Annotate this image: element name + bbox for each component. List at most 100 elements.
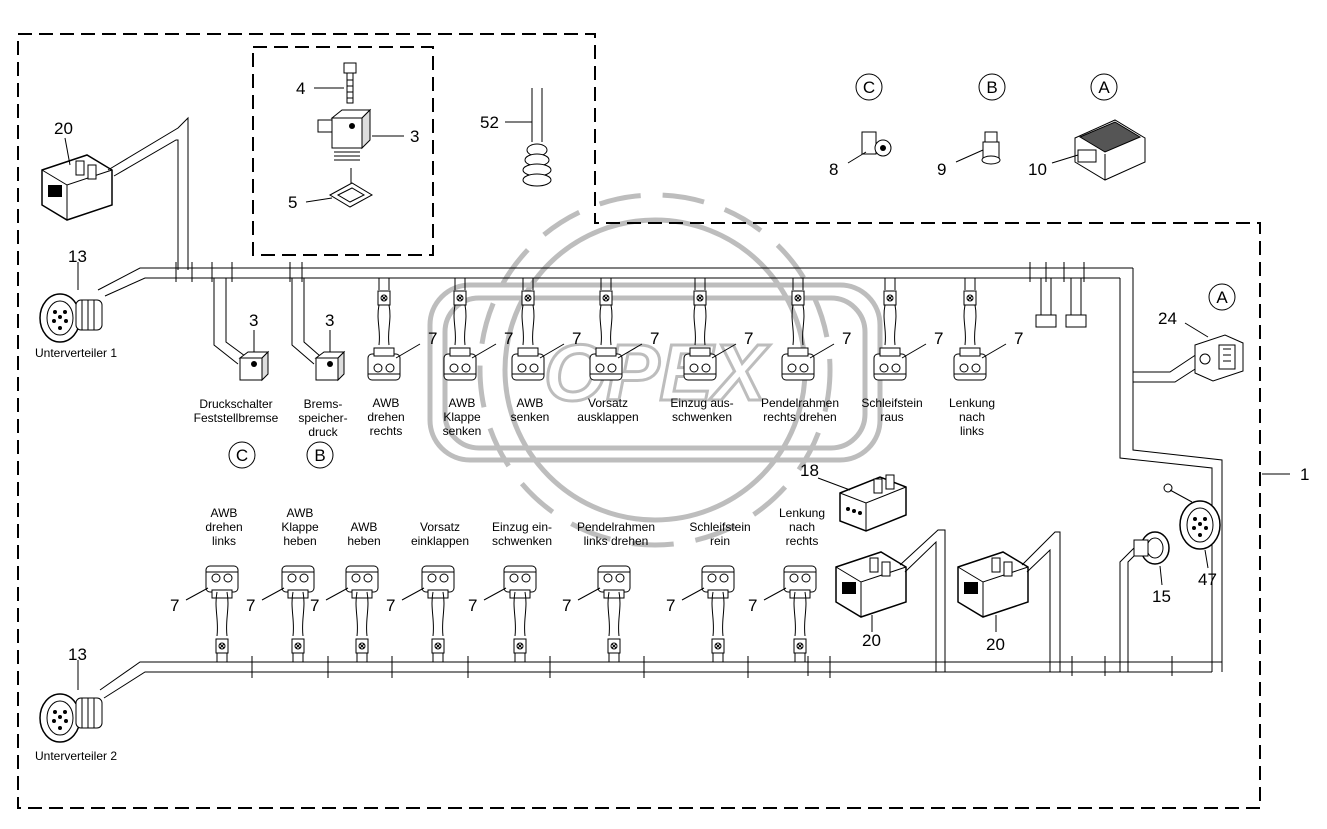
bottom-valve-label-0-0: AWB	[211, 506, 238, 520]
round-plug-13-bottom	[39, 693, 103, 743]
callout-number-20-bottom-left: 20	[862, 631, 881, 650]
callout-number-13-bottom: 13	[68, 645, 87, 664]
callout-number-7-bottom-1: 7	[246, 596, 255, 615]
top-valve-label-0-1: drehen	[367, 410, 404, 424]
label-unterverteiler-2: Unterverteiler 2	[35, 749, 117, 763]
top-valve-label-5-1: rechts drehen	[763, 410, 836, 424]
callout-number-9: 9	[937, 160, 946, 179]
top-valve-label-2-1: senken	[511, 410, 550, 424]
top-valve-label-2-0: AWB	[517, 396, 544, 410]
bottom-valve-label-1-0: AWB	[287, 506, 314, 520]
callout-number-7-top-0: 7	[428, 329, 437, 348]
bottom-valve-label-3-0: Vorsatz	[420, 520, 460, 534]
control-module-a	[1074, 119, 1146, 181]
bottom-valve-label-7-1: nach	[789, 520, 815, 534]
bottom-valve-label-0-1: drehen	[205, 520, 242, 534]
connector-20-bottom-right	[957, 551, 1029, 618]
pressure-switch-b	[981, 131, 1001, 165]
callout-number-7-top-6: 7	[934, 329, 943, 348]
top-valve-label-3-1: ausklappen	[577, 410, 638, 424]
bottom-valve-label-3-1: einklappen	[411, 534, 469, 548]
bottom-valve-label-7-0: Lenkung	[779, 506, 825, 520]
bottom-valve-label-2-1: heben	[347, 534, 380, 548]
top-valve-label-3-0: Vorsatz	[588, 396, 628, 410]
top-valve-label-7-2: links	[960, 424, 984, 438]
callout-number-7-top-1: 7	[504, 329, 513, 348]
screw-part	[343, 62, 357, 104]
callout-letter-a-top: A	[1098, 78, 1110, 97]
connector-18	[839, 474, 907, 532]
bottom-valve-label-1-2: heben	[283, 534, 316, 548]
round-plug-13-top	[39, 293, 103, 343]
callout-number-7-bottom-3: 7	[386, 596, 395, 615]
bottom-valve-label-2-0: AWB	[351, 520, 378, 534]
bottom-valve-row: AWBdrehenlinks7AWBKlappeheben7AWBheben7V…	[170, 506, 831, 678]
watermark-text: OPEX	[544, 328, 771, 417]
callout-number-52: 52	[480, 113, 499, 132]
callout-number-7-top-4: 7	[744, 329, 753, 348]
top-valve-label-7-0: Lenkung	[949, 396, 995, 410]
top-valve-label-4-0: Einzug aus-	[670, 396, 733, 410]
top-valve-label-1-2: senken	[443, 424, 482, 438]
seal-part	[328, 168, 374, 208]
top-valve-label-1-0: AWB	[449, 396, 476, 410]
callout-number-8: 8	[829, 160, 838, 179]
callout-number-20-top: 20	[54, 119, 73, 138]
label-bremsdruck-2: druck	[308, 425, 338, 439]
cable-grommet	[522, 88, 552, 187]
right-terminal-stubs	[1035, 278, 1087, 328]
label-bremsdruck-1: speicher-	[298, 411, 347, 425]
bottom-valve-label-6-1: rein	[710, 534, 730, 548]
callout-number-7-bottom-0: 7	[170, 596, 179, 615]
bottom-valve-label-7-2: rechts	[786, 534, 819, 548]
callout-number-3: 3	[410, 127, 419, 146]
callout-letter-c: C	[236, 446, 248, 465]
label-druckschalter-1: Feststellbremse	[194, 411, 279, 425]
callout-number-7-top-5: 7	[842, 329, 851, 348]
top-valve-label-1-1: Klappe	[443, 410, 481, 424]
callout-number-4: 4	[296, 79, 305, 98]
top-valve-label-5-0: Pendelrahmen	[761, 396, 839, 410]
bottom-valve-label-4-1: schwenken	[492, 534, 552, 548]
plug-3-druckschalter	[238, 350, 270, 382]
plug-3-bremsdruck	[314, 350, 346, 382]
bottom-valve-label-1-1: Klappe	[281, 520, 319, 534]
top-trunk-dividers	[175, 262, 1085, 282]
callout-number-7-bottom-2: 7	[310, 596, 319, 615]
top-valve-label-0-2: rechts	[370, 424, 403, 438]
connector-20-bottom-left	[835, 551, 907, 618]
callout-number-7-bottom-5: 7	[562, 596, 571, 615]
callout-letter-b-top: B	[986, 78, 997, 97]
callout-letter-a-right: A	[1216, 288, 1228, 307]
callout-number-24: 24	[1158, 309, 1177, 328]
callout-number-7-bottom-6: 7	[666, 596, 675, 615]
detail-box	[252, 46, 434, 256]
top-valve-label-6-1: raus	[880, 410, 903, 424]
opex-watermark: OPEX	[427, 192, 883, 548]
top-valve-label-0-0: AWB	[373, 396, 400, 410]
callout-number-3-right: 3	[325, 311, 334, 330]
label-unterverteiler-1: Unterverteiler 1	[35, 346, 117, 360]
callout-number-10: 10	[1028, 160, 1047, 179]
bottom-trunk-dividers	[807, 656, 1173, 676]
callout-number-7-top-2: 7	[572, 329, 581, 348]
top-valve-label-4-1: schwenken	[672, 410, 732, 424]
bottom-valve-label-4-0: Einzug ein-	[492, 520, 552, 534]
label-bremsdruck-0: Brems-	[304, 397, 343, 411]
pressure-switch-c	[861, 131, 892, 157]
bottom-valve-label-5-0: Pendelrahmen	[577, 520, 655, 534]
top-valve-row: 7AWBdrehenrechts7AWBKlappesenken7AWBsenk…	[367, 278, 1023, 438]
callout-number-7-top-7: 7	[1014, 329, 1023, 348]
